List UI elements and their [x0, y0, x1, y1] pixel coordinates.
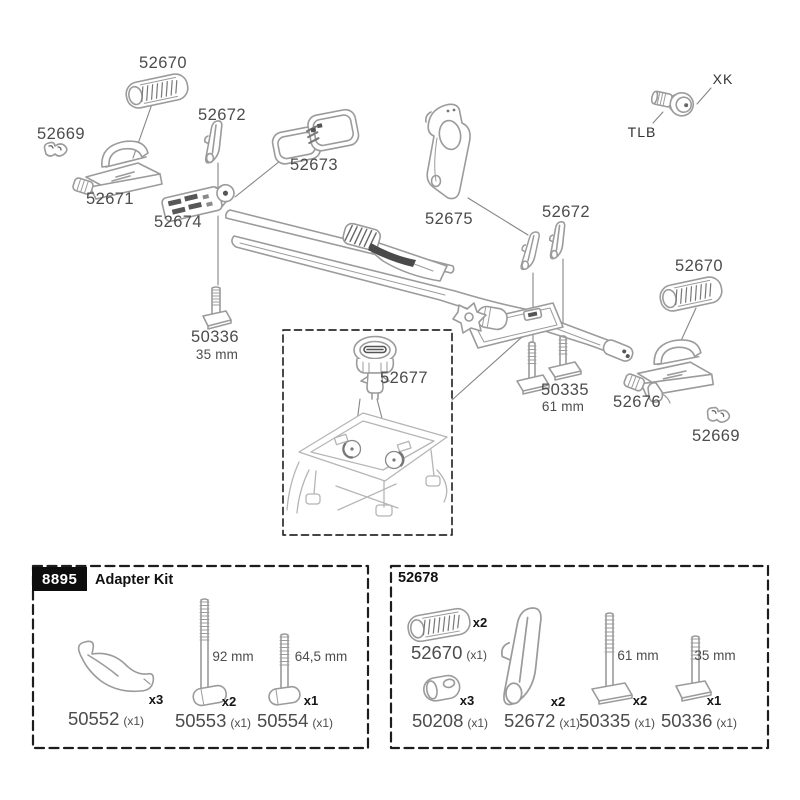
dim-50553: 92 mm [212, 649, 254, 664]
label-50554-per: (x1) [312, 716, 334, 730]
dim-50335-kit: 61 mm [617, 648, 659, 663]
label-50336-kit-per: (x1) [716, 716, 738, 730]
qty-52670: x2 [472, 615, 488, 630]
callout-52670-right: 52670 [675, 257, 723, 275]
plate-52674-drawing [161, 183, 235, 223]
kit-strap-52670-drawing [405, 606, 473, 644]
label-52670-kit-per: (x1) [466, 648, 488, 662]
callout-50335: 50335 [541, 381, 589, 399]
qty-52672: x2 [550, 694, 566, 709]
callout-50336: 50336 [191, 328, 239, 346]
label-50336-kit-number: 50336 [660, 710, 713, 731]
label-50554: 50554 (x1) [257, 710, 333, 732]
detail-box-border [282, 329, 453, 536]
strap-52670-right-drawing [657, 274, 725, 314]
label-52672-kit: 52672 (x1) [504, 710, 580, 732]
kit-8895-title: Adapter Kit [95, 572, 174, 588]
kit-52678-box-border [389, 564, 770, 750]
callout-xk: XK [712, 71, 734, 87]
bolt-50553-drawing [192, 598, 227, 707]
callout-52669-right: 52669 [692, 427, 740, 445]
label-50208-number: 50208 [411, 710, 464, 731]
label-50335-kit-number: 50335 [578, 710, 631, 731]
qty-50336-kit: x1 [706, 693, 722, 708]
kit-bracket-52672-drawing [499, 606, 543, 707]
label-50552-number: 50552 [67, 708, 120, 729]
qty-50553: x2 [221, 694, 237, 709]
label-52672-kit-per: (x1) [559, 716, 581, 730]
callout-52675: 52675 [425, 210, 473, 228]
label-50208-per: (x1) [467, 716, 489, 730]
lock-cylinder-tlb-xk-drawing [650, 90, 695, 117]
dim-50554: 64,5 mm [294, 649, 348, 664]
label-52672-kit-number: 52672 [503, 710, 556, 731]
bolt-50335-b-drawing [548, 335, 582, 381]
label-50554-number: 50554 [256, 710, 309, 731]
kit-bolt-50336-drawing [675, 635, 712, 702]
bracket-52672-right-drawing [548, 220, 566, 260]
kit-52678-title: 52678 [398, 570, 439, 586]
qty-50208: x3 [459, 693, 475, 708]
label-50335-kit: 50335 (x1) [579, 710, 655, 732]
strap-52670-left-drawing [123, 71, 191, 111]
label-50553-number: 50553 [174, 710, 227, 731]
callout-52669-left: 52669 [37, 125, 85, 143]
kit-bolt-50335-drawing [591, 612, 633, 705]
bolt-50554-drawing [268, 633, 301, 706]
clip-52669-right-drawing [705, 405, 732, 424]
kit-8895-box-border [31, 564, 370, 750]
callout-tlb: TLB [627, 124, 657, 140]
callout-50336-dim: 35 mm [195, 347, 239, 362]
callout-52672-right: 52672 [542, 203, 590, 221]
label-50552-per: (x1) [123, 714, 145, 728]
label-52670-kit-number: 52670 [410, 642, 463, 663]
callout-52670-left: 52670 [139, 54, 187, 72]
qty-50554: x1 [303, 693, 319, 708]
arm-52675-drawing [425, 103, 471, 200]
callout-52671: 52671 [86, 190, 134, 208]
label-52670-kit: 52670 (x1) [411, 642, 487, 664]
bracket-52672-top-drawing [204, 120, 223, 164]
qty-50552: x3 [148, 692, 164, 707]
hook-50552-drawing [77, 640, 155, 693]
lock-52677-drawing [353, 335, 397, 400]
bolt-50336-drawing [202, 286, 232, 330]
label-50208: 50208 (x1) [412, 710, 488, 732]
clamp-base-illustration [286, 412, 448, 517]
kit-8895-badge: 8895 [32, 567, 88, 591]
rail-drawing [225, 209, 634, 362]
callout-52672-top: 52672 [198, 106, 246, 124]
dim-50336-kit: 35 mm [694, 648, 736, 663]
label-50553-per: (x1) [230, 716, 252, 730]
callout-52674: 52674 [154, 213, 202, 231]
label-50552: 50552 (x1) [68, 708, 144, 730]
clamp-drawing [452, 302, 564, 349]
label-50553: 50553 (x1) [175, 710, 251, 732]
callout-52677: 52677 [380, 369, 428, 387]
roller-50208-drawing [423, 674, 461, 702]
qty-50335-kit: x2 [632, 693, 648, 708]
label-50335-kit-per: (x1) [634, 716, 656, 730]
frame-52673-drawing [271, 108, 360, 165]
callout-52676: 52676 [613, 393, 661, 411]
callout-50335-dim: 61 mm [541, 399, 585, 414]
buckle-52676-drawing [621, 336, 717, 404]
callout-52673: 52673 [290, 156, 338, 174]
bolt-50335-a-drawing [516, 341, 550, 395]
bracket-52675-position-drawing [519, 230, 541, 272]
clip-52669-left-drawing [43, 141, 68, 157]
label-50336-kit: 50336 (x1) [661, 710, 737, 732]
